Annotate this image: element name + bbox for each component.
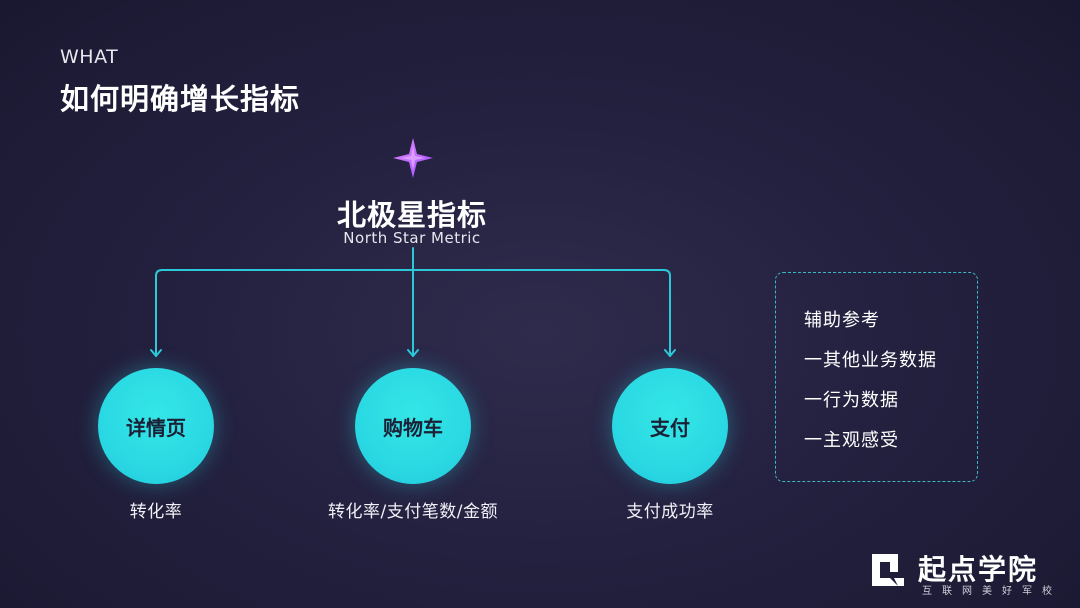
node-detail-page: 详情页 bbox=[98, 368, 214, 484]
section-eyebrow: WHAT bbox=[60, 46, 119, 68]
brand-tagline: 互联网美好军校 bbox=[922, 586, 1062, 597]
node-caption-detail: 转化率 bbox=[129, 502, 183, 522]
arrow-head-right bbox=[664, 349, 676, 357]
brand-name: 起点学院 bbox=[918, 553, 1039, 586]
aux-item: 一行为数据 bbox=[804, 390, 899, 411]
sparkle-star-icon bbox=[393, 138, 433, 178]
arrow-head-middle bbox=[407, 349, 419, 357]
aux-item: 一其他业务数据 bbox=[804, 350, 937, 371]
node-caption-payment: 支付成功率 bbox=[626, 502, 714, 522]
node-shopping-cart: 购物车 bbox=[355, 368, 471, 484]
node-caption-cart: 转化率/支付笔数/金额 bbox=[328, 502, 498, 522]
slide-title: 如何明确增长指标 bbox=[60, 82, 301, 116]
brand-logo: 起点学院 互联网美好军校 bbox=[868, 548, 1068, 597]
aux-item: 一主观感受 bbox=[804, 430, 899, 451]
aux-heading: 辅助参考 bbox=[804, 310, 880, 331]
node-payment: 支付 bbox=[612, 368, 728, 484]
north-star-title: 北极星指标 bbox=[336, 198, 487, 232]
arrow-head-left bbox=[150, 349, 162, 357]
north-star-subtitle: North Star Metric bbox=[343, 229, 481, 247]
brand-mark-icon bbox=[872, 554, 904, 586]
auxiliary-reference-box: 辅助参考 一其他业务数据 一行为数据 一主观感受 bbox=[775, 272, 978, 482]
